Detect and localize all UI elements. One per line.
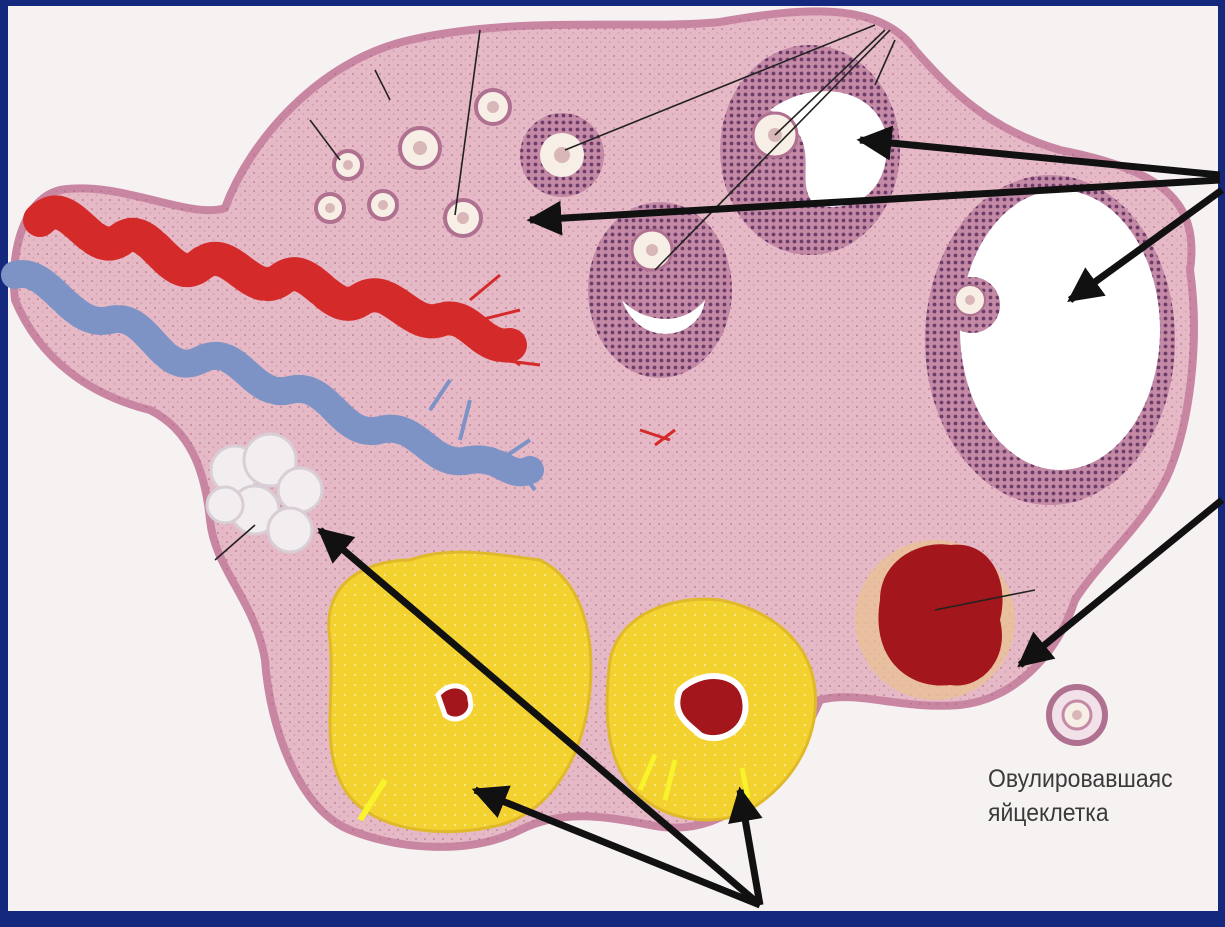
growing-follicle: [520, 113, 604, 197]
ovulated-oocyte: [1049, 687, 1105, 743]
corpus-hemorrhagicum: [855, 540, 1015, 700]
ovulated-oocyte-label: Овулировавшаяс яйцеклетка: [988, 762, 1173, 830]
corpus-luteum-large: [329, 552, 591, 832]
antral-follicle-small: [588, 202, 732, 378]
mature-follicle: [925, 175, 1175, 505]
label-line-2: яйцеклетка: [988, 796, 1173, 830]
label-line-1: Овулировавшаяс: [988, 762, 1173, 796]
